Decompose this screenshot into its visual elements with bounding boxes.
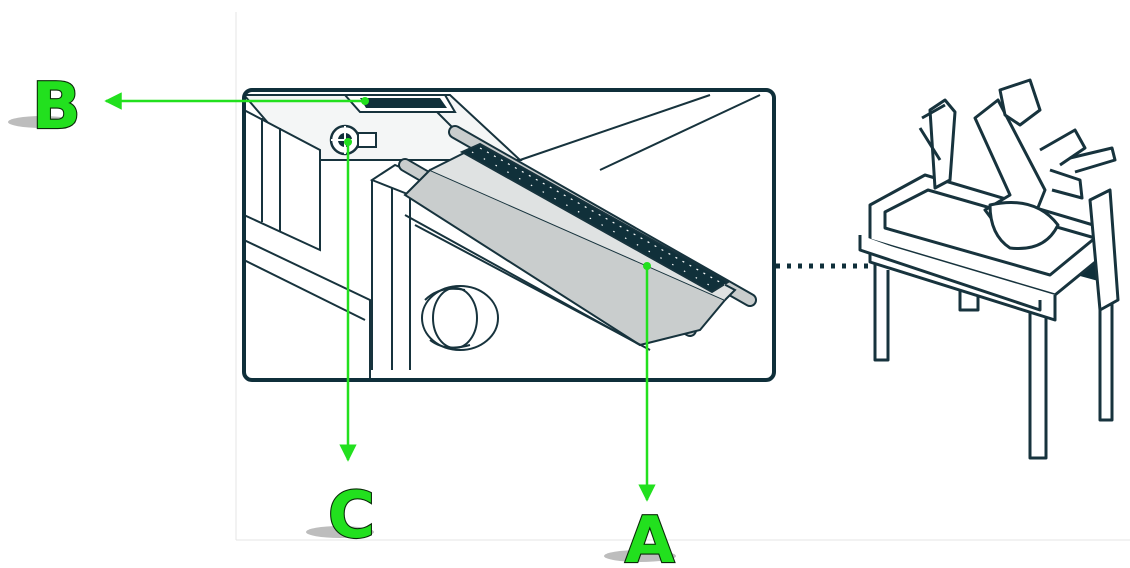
callout-label-a: A — [625, 504, 675, 568]
rail-assembly — [398, 125, 757, 351]
scale-ruler-icon — [459, 142, 730, 294]
inset-post — [371, 180, 411, 370]
callout-arrows — [104, 92, 656, 502]
callout-label-b: B — [32, 70, 81, 144]
callout-a: A — [604, 503, 676, 568]
detail-inset — [242, 88, 776, 382]
inset-border — [242, 88, 776, 382]
upper-scale-ruler — [342, 94, 457, 113]
callout-label-c: C — [328, 479, 375, 553]
inset-lower-knob — [421, 285, 499, 351]
callout-c: C — [306, 478, 376, 554]
table-saw-icon — [858, 78, 1120, 460]
rail-body — [403, 168, 727, 347]
callout-b: B — [8, 69, 82, 145]
